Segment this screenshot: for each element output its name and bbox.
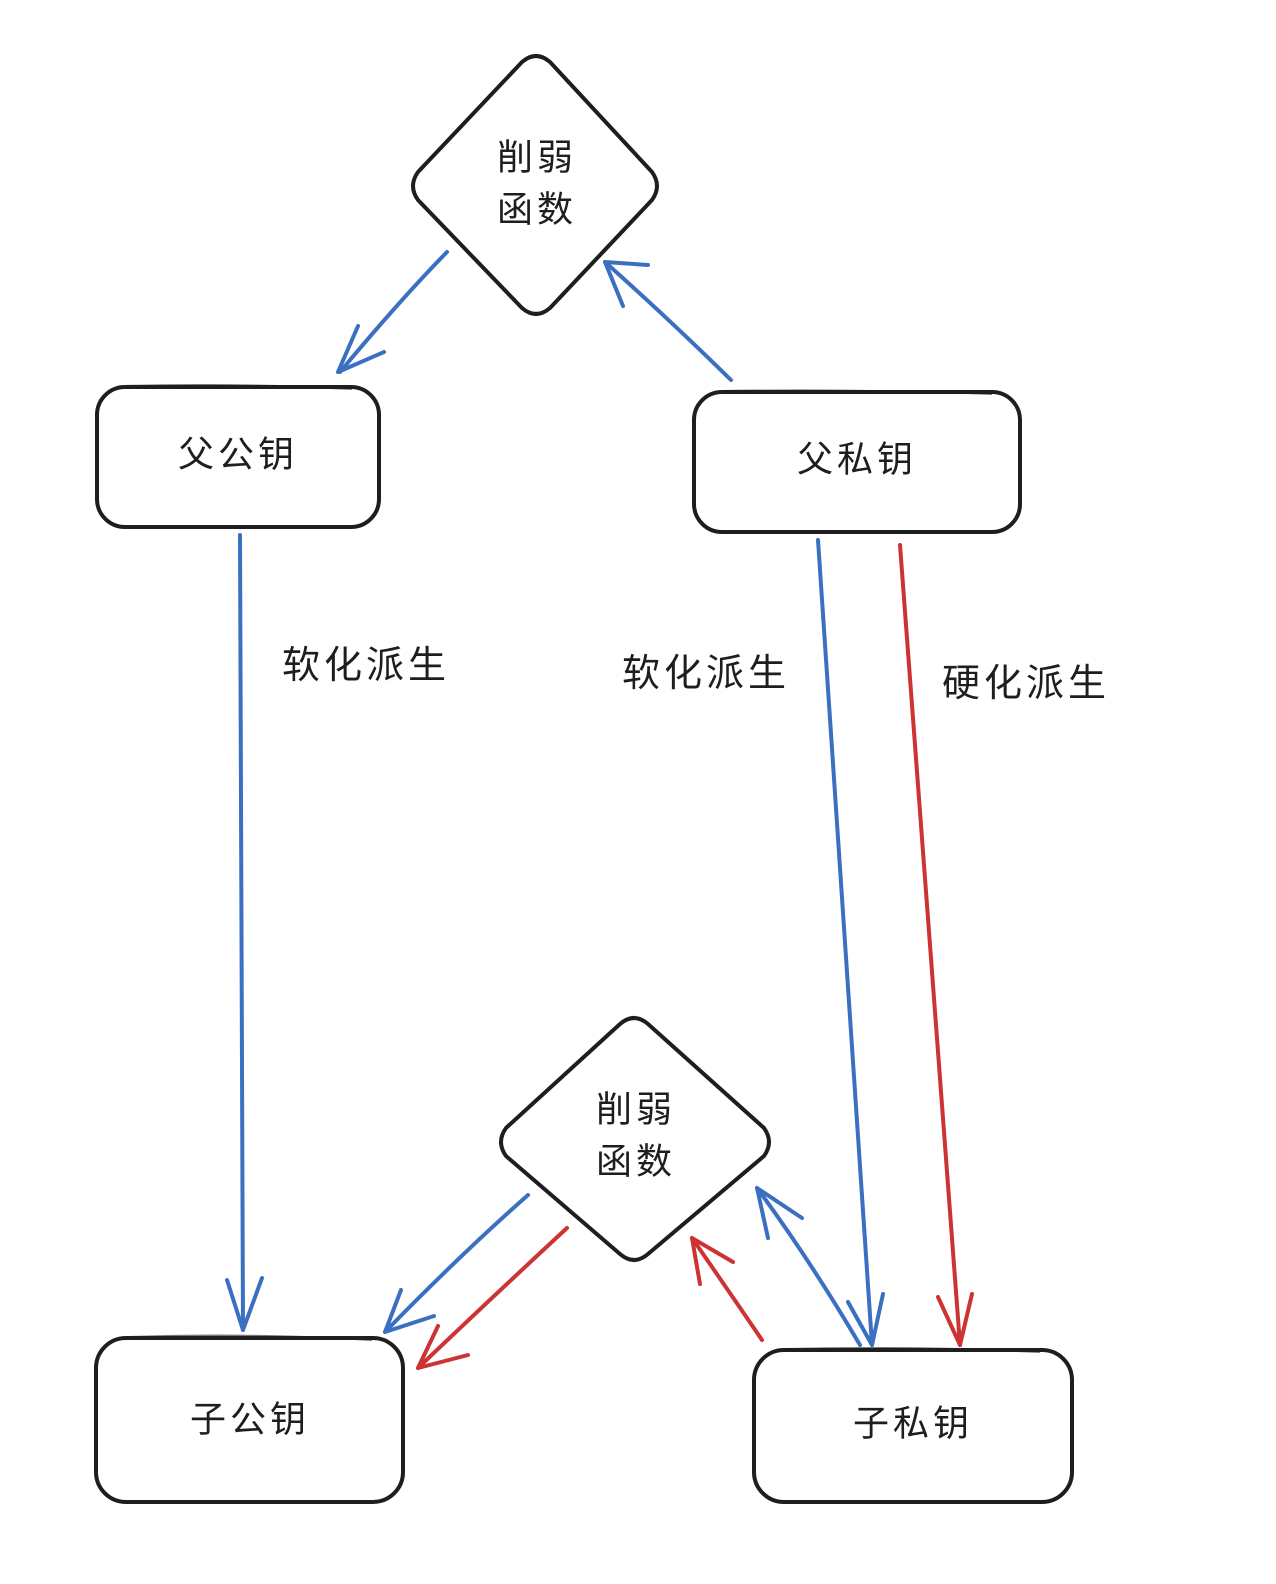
parent-private-key-label: 父私钥 bbox=[797, 440, 917, 481]
edge-parent-private-to-child-private-soft bbox=[816, 538, 885, 1347]
child-public-key-label: 子公钥 bbox=[190, 1400, 310, 1441]
edge-parent-private-to-child-private-hard bbox=[898, 543, 974, 1347]
child-public-key-node[interactable]: 子公钥 bbox=[94, 1334, 405, 1504]
parent-public-key-node[interactable]: 父公钥 bbox=[95, 384, 381, 529]
edge-child-private-to-weaken-bottom-hard bbox=[690, 1236, 764, 1342]
weaken-function-top-line1: 削弱 bbox=[497, 138, 577, 179]
edge-parent-public-to-child-public bbox=[225, 533, 264, 1332]
child-private-key-label: 子私钥 bbox=[853, 1404, 973, 1445]
parent-private-key-node[interactable]: 父私钥 bbox=[692, 389, 1022, 534]
edge-label-soft-right: 软化派生 bbox=[622, 651, 790, 695]
child-private-key-node[interactable]: 子私钥 bbox=[752, 1347, 1074, 1504]
weaken-function-bottom-node[interactable]: 削弱 函数 bbox=[499, 1016, 771, 1262]
edge-child-private-to-weaken-bottom-soft bbox=[755, 1186, 862, 1347]
weaken-function-top-line2: 函数 bbox=[497, 190, 577, 231]
edge-label-hard-right: 硬化派生 bbox=[942, 661, 1110, 705]
edge-parent-private-to-weaken bbox=[603, 260, 733, 382]
parent-public-key-label: 父公钥 bbox=[178, 435, 298, 476]
weaken-function-top-node[interactable]: 削弱 函数 bbox=[411, 54, 659, 316]
weaken-function-bottom-line2: 函数 bbox=[596, 1142, 676, 1183]
weaken-function-bottom-line1: 削弱 bbox=[596, 1090, 676, 1131]
edge-weaken-bottom-to-child-public-soft bbox=[383, 1193, 530, 1334]
edge-label-soft-left: 软化派生 bbox=[282, 643, 450, 687]
edge-weaken-bottom-to-child-public-hard bbox=[416, 1226, 569, 1370]
edge-weaken-to-parent-public bbox=[336, 250, 449, 374]
